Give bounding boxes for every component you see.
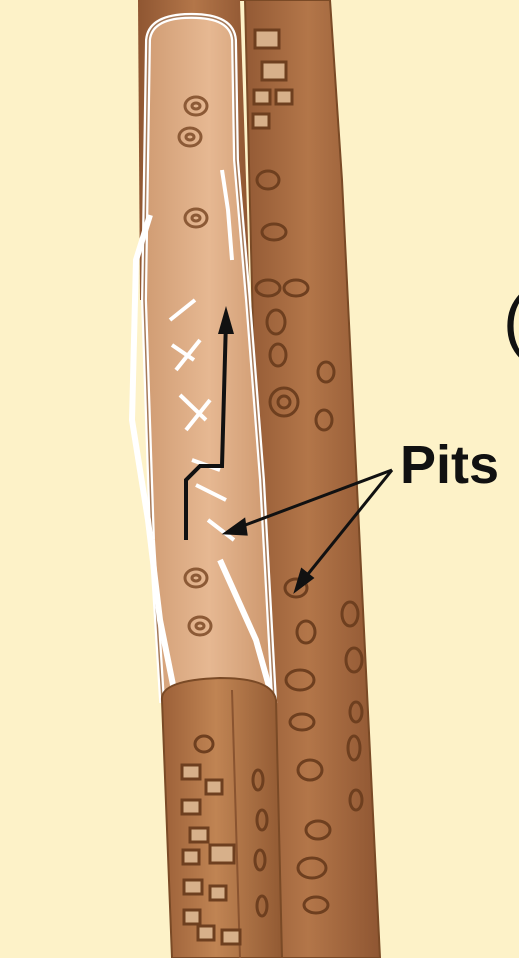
cropped-label-fragment: ( (503, 285, 519, 355)
pits-label: Pits (400, 438, 499, 492)
